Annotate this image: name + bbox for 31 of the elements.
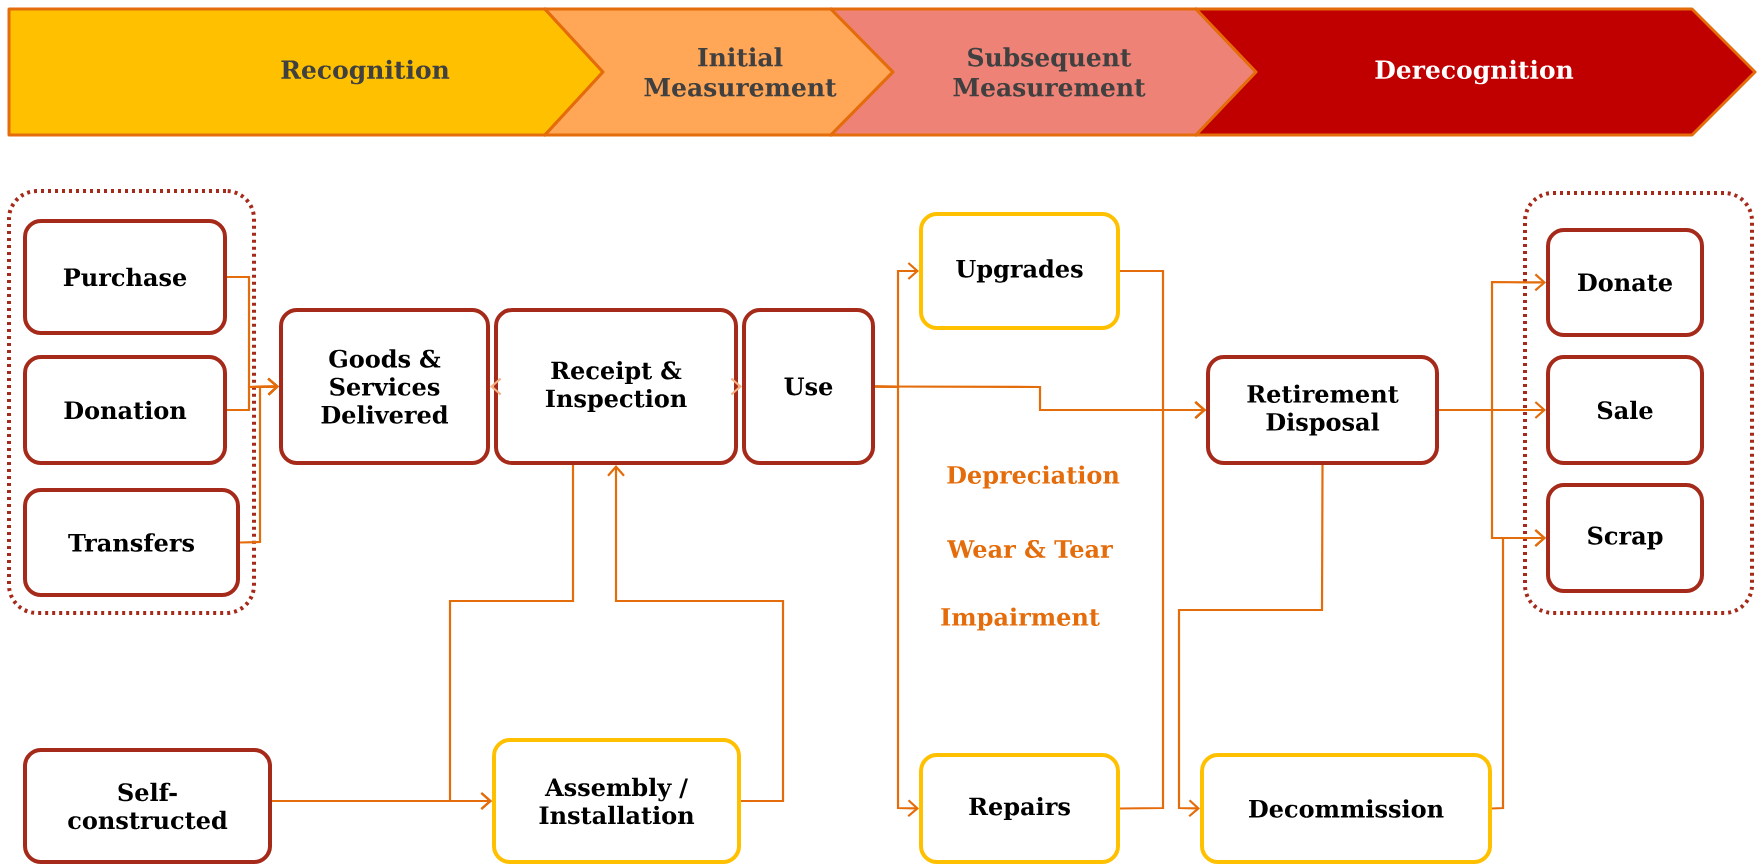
process-box: Upgrades: [919, 212, 1120, 330]
arrow: [1120, 401, 1206, 810]
process-box: Repairs: [919, 753, 1120, 864]
process-box: Receipt & Inspection: [494, 308, 738, 465]
process-box: Transfers: [23, 488, 240, 597]
arrow: [240, 377, 279, 544]
effect-label: Depreciation: [947, 465, 1120, 489]
chevron-step: Derecognition: [1194, 7, 1757, 137]
dotted-group-box: [1523, 191, 1754, 615]
arrow: [272, 792, 492, 810]
process-box: Goods & Services Delivered: [279, 308, 490, 465]
process-box: Decommission: [1200, 753, 1492, 864]
process-box: Retirement Disposal: [1206, 355, 1439, 465]
arrow: [227, 377, 279, 412]
chevron-step: Recognition: [7, 7, 605, 137]
arrow: [1177, 465, 1324, 818]
process-box: Assembly / Installation: [492, 738, 741, 864]
process-box: Donate: [1546, 228, 1704, 337]
dotted-group-box: [7, 189, 256, 615]
chevron-step: Initial Measurement: [543, 7, 895, 137]
process-box: Use: [742, 308, 875, 465]
effect-label: Wear & Tear: [947, 539, 1113, 559]
arrow: [607, 465, 785, 803]
arrow: [1491, 529, 1546, 810]
effect-label: Impairment: [941, 607, 1100, 631]
arrow: [875, 385, 919, 818]
process-box: Self-constructed: [23, 748, 272, 864]
process-box: Donation: [23, 355, 227, 465]
process-box: Sale: [1546, 355, 1704, 465]
process-box: Purchase: [23, 219, 227, 335]
process-box: Scrap: [1546, 483, 1704, 593]
